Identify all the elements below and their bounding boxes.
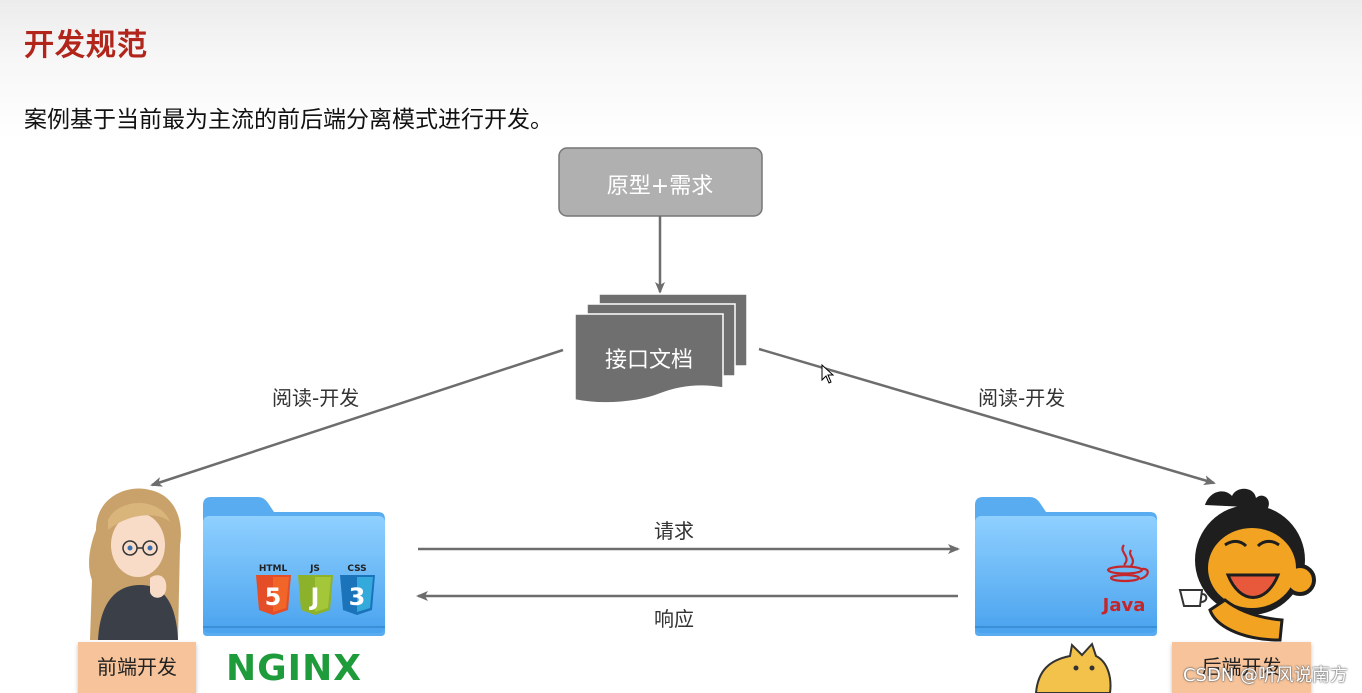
page-subtitle: 案例基于当前最为主流的前后端分离模式进行开发。 [24,107,553,133]
tomcat-logo-icon [1034,642,1112,693]
edge-label-read-left: 阅读-开发 [272,386,360,410]
nginx-logo: NGINX [226,648,362,689]
api-doc-node-label: 接口文档 [604,348,693,373]
html5-logo-icon [256,575,291,615]
html5-glyph: 5 [265,583,282,611]
js-glyph: J [309,583,320,611]
edge-label-response: 响应 [654,607,694,631]
edge-label-read-right: 阅读-开发 [978,386,1066,410]
arrow-doc-to-frontend [150,348,564,487]
backend-folder-icon [975,497,1157,636]
java-logo-icon [1106,544,1149,583]
frontend-folder-icon [203,497,385,636]
java-label: Java [1101,595,1146,616]
css3-glyph: 3 [349,583,366,611]
prototype-node-label: 原型+需求 [606,174,714,199]
js-logo-label: JS [309,564,320,574]
page-title: 开发规范 [24,28,148,63]
css3-logo-icon [340,575,375,615]
api-doc-node [574,293,748,404]
html-logo-label: HTML [259,564,288,574]
backend-role-label: 后端开发 [1172,642,1311,693]
js-logo-icon [298,575,333,615]
mouse-cursor-icon [821,363,835,384]
backend-developer-avatar [1178,488,1316,642]
edge-label-request: 请求 [654,519,694,543]
css-logo-label: CSS [347,564,366,574]
frontend-developer-avatar [89,488,181,640]
arrow-doc-to-backend [758,347,1216,485]
frontend-role-label: 前端开发 [78,642,196,693]
watermark: CSDN @听风说南方 [1182,665,1348,686]
